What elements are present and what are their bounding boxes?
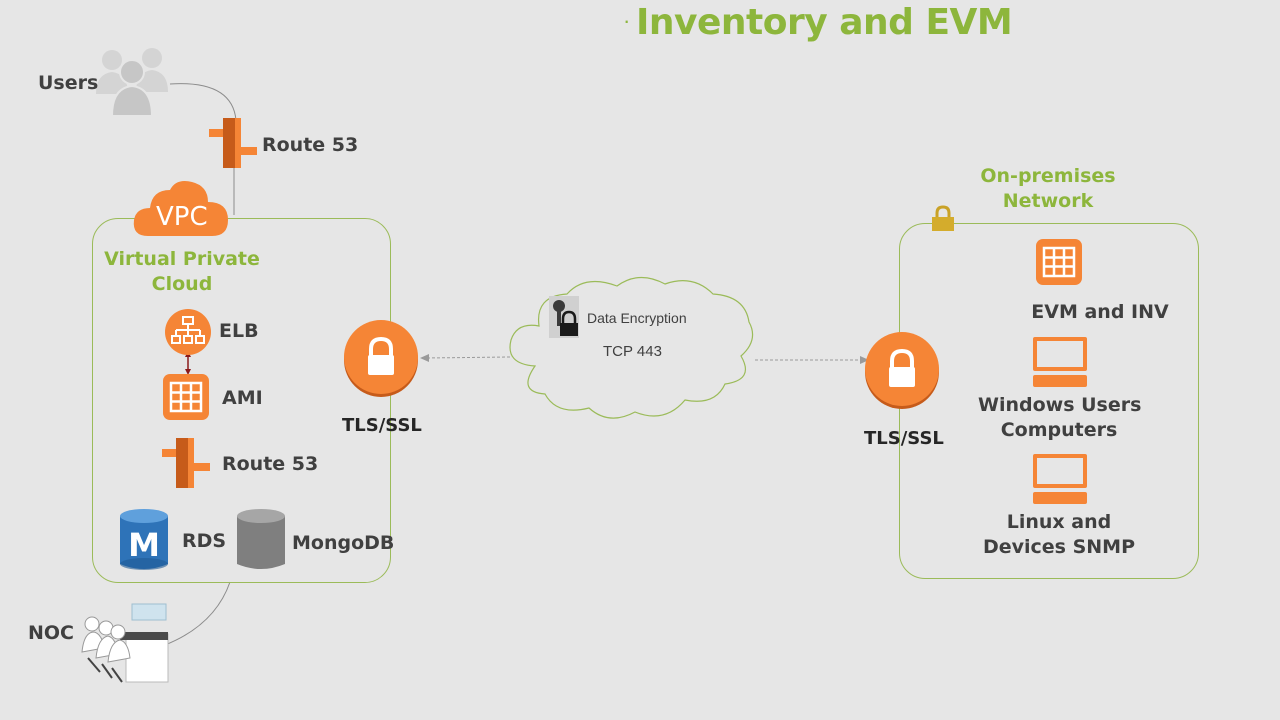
vpc-cloud-icon (133, 181, 228, 236)
tls-vpc-label: TLS/SSL (342, 415, 422, 436)
windows-label-line2: Computers (1000, 419, 1118, 441)
title-bullet: · (623, 8, 631, 33)
rds-label: RDS (182, 530, 227, 552)
tls-lock-vpc-icon (344, 320, 418, 397)
windows-label-line1: Windows Users (978, 394, 1142, 416)
linux-computer-icon (1033, 454, 1087, 504)
route53-vpc-icon (162, 438, 210, 488)
users-icon (96, 48, 168, 117)
onprem-title-line1: On-premises (980, 165, 1116, 187)
vpc-title-line1: Virtual Private (104, 248, 260, 270)
evm-label: EVM and INV (1031, 301, 1169, 323)
svg-text:M: M (128, 526, 160, 564)
elb-label: ELB (219, 320, 259, 342)
vpc-badge: VPC (156, 202, 208, 232)
mongodb-label: MongoDB (292, 532, 395, 554)
vpc-noc-link (164, 581, 231, 646)
vpc-title-line2: Cloud (151, 273, 213, 295)
mongodb-icon (237, 509, 285, 569)
ami-label: AMI (222, 387, 263, 409)
route53-icon (209, 118, 257, 168)
key-lock-icon (549, 296, 579, 338)
noc-operators-icon (81, 603, 169, 683)
windows-computer-icon (1033, 337, 1087, 387)
tls-onprem-label: TLS/SSL (864, 428, 944, 449)
rds-icon: M (120, 509, 168, 570)
padlock-icon (932, 205, 954, 231)
noc-label: NOC (28, 622, 74, 644)
linux-label-line2: Devices SNMP (982, 536, 1136, 558)
port-label: TCP 443 (603, 343, 662, 360)
elb-icon (165, 309, 211, 355)
users-route53-link (169, 83, 237, 121)
evm-server-icon (1036, 239, 1082, 285)
cloud-to-vpc-arrow (425, 356, 511, 359)
route53-top-label: Route 53 (262, 134, 359, 156)
page-title: Inventory and EVM (636, 2, 1013, 43)
linux-label-line1: Linux and (1006, 511, 1112, 533)
encryption-label: Data Encryption (587, 310, 687, 326)
onprem-title-line2: Network (1002, 190, 1094, 212)
tls-lock-onprem-icon (865, 332, 939, 409)
users-label: Users (38, 72, 99, 94)
vpc-container (92, 218, 391, 583)
route53-vpc-label: Route 53 (222, 453, 319, 475)
ami-icon (163, 374, 209, 420)
